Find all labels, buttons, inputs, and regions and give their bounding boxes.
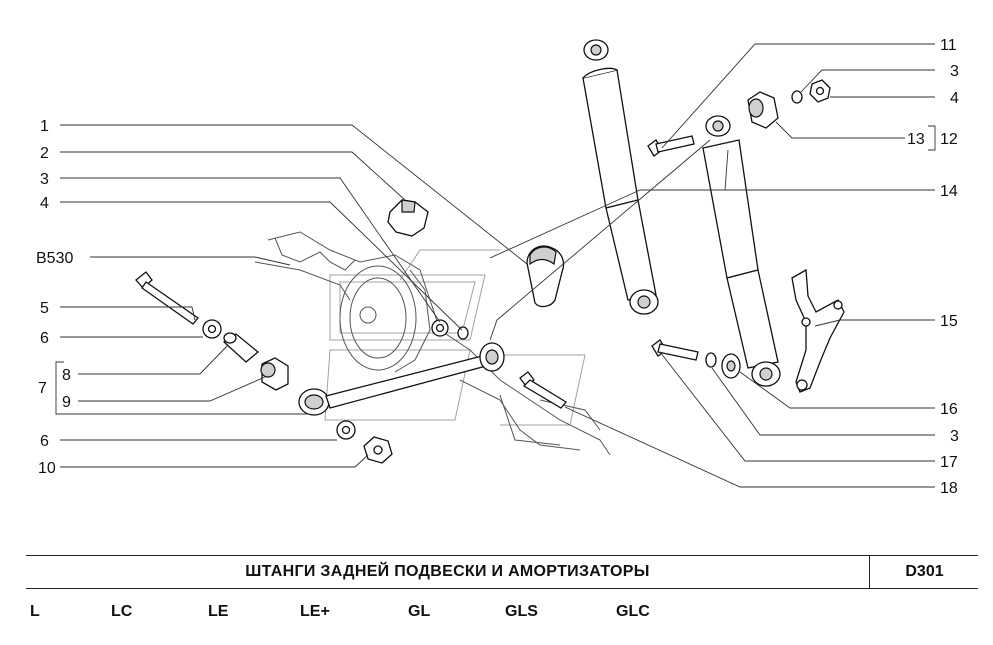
washer-3-lower: [705, 352, 717, 368]
shock-bracket: [791, 268, 845, 393]
variant-gls: GLS: [505, 603, 538, 620]
title-divider: [869, 556, 870, 588]
title-block: ШТАНГИ ЗАДНЕЙ ПОДВЕСКИ И АМОРТИЗАТОРЫ D3…: [26, 555, 978, 589]
bolt-11: [647, 135, 695, 157]
bump-stop-large: [526, 245, 565, 308]
cushion-16-lower: [721, 353, 741, 379]
trailing-arm: [298, 342, 505, 416]
parts-diagram: 1 2 3 4 B530 5 6 7 8 9 6 10 11 3 4 13 12…: [36, 37, 959, 497]
callout-12: 12: [940, 131, 958, 148]
callout-10: 10: [38, 460, 56, 477]
nut-left-axle: [431, 319, 449, 337]
long-bolt: [135, 271, 199, 325]
callout-18: 18: [940, 480, 958, 497]
callout-3-top: 3: [950, 63, 959, 80]
callout-15: 15: [940, 313, 958, 330]
bolt-18: [519, 371, 567, 409]
upper-rubber-cushion: [747, 91, 779, 129]
shock-absorber-right: [702, 115, 781, 387]
callout-4-top: 4: [950, 90, 959, 107]
callout-4-left: 4: [40, 195, 49, 212]
leader-lines: [55, 43, 936, 488]
variant-le-plus: LE+: [300, 603, 330, 620]
washer-6-lower: [336, 420, 356, 440]
callout-16: 16: [940, 401, 958, 418]
callout-b530: B530: [36, 250, 73, 267]
callout-11: 11: [940, 37, 957, 54]
callout-8: 8: [62, 367, 71, 384]
washer-6-upper: [202, 319, 222, 339]
variant-glc: GLC: [616, 603, 650, 620]
bump-stop-small: [387, 199, 429, 237]
silent-block-bushing: [260, 357, 289, 391]
spacer-sleeve: [222, 332, 260, 363]
callout-7: 7: [38, 380, 47, 397]
callout-3-left: 3: [40, 171, 49, 188]
washer-3-top: [791, 90, 803, 104]
callout-6-lower: 6: [40, 433, 49, 450]
callout-6-upper: 6: [40, 330, 49, 347]
diagram-code: D301: [905, 563, 944, 580]
nut-4-top: [809, 79, 831, 103]
callout-17: 17: [940, 454, 958, 471]
callout-5: 5: [40, 300, 49, 317]
washer-left-axle: [457, 326, 469, 340]
variant-le: LE: [208, 603, 229, 620]
callout-14: 14: [940, 183, 958, 200]
shock-absorber-left: [582, 39, 659, 315]
callout-13: 13: [907, 131, 925, 148]
diagram-title: ШТАНГИ ЗАДНЕЙ ПОДВЕСКИ И АМОРТИЗАТОРЫ: [245, 563, 650, 580]
variant-lc: LC: [111, 603, 133, 620]
callout-labels: 1 2 3 4 B530 5 6 7 8 9 6 10 11 3 4 13 12…: [36, 37, 959, 497]
callout-2: 2: [40, 145, 49, 162]
callout-1: 1: [40, 118, 49, 135]
bolt-17: [651, 339, 699, 361]
callout-9: 9: [62, 394, 71, 411]
callout-3-lower: 3: [950, 428, 959, 445]
nut-10: [363, 436, 393, 464]
variant-gl: GL: [408, 603, 431, 620]
variant-l: L: [30, 603, 40, 620]
